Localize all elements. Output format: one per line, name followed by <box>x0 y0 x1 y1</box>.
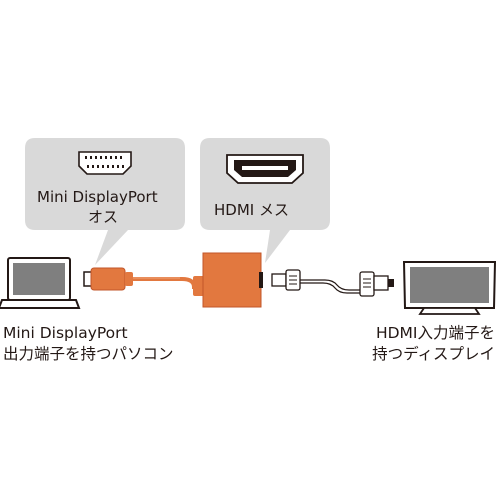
display-label-line1: HDMI入力端子を <box>375 324 495 342</box>
mini-displayport-connector-icon <box>78 151 132 175</box>
source-label-line2: 出力端子を持つパソコン <box>3 345 174 363</box>
laptop-icon <box>0 257 81 309</box>
callout-mini-dp-line1: Mini DisplayPort <box>37 188 158 206</box>
callout-mini-dp-line2: オス <box>88 208 119 226</box>
tv-display-icon <box>402 261 497 315</box>
callout-bubble-mini-dp <box>25 138 185 265</box>
source-label-line1: Mini DisplayPort <box>3 324 128 342</box>
adapter-assembly <box>83 252 263 308</box>
hdmi-connector-icon <box>226 154 304 184</box>
callout-hdmi-line1: HDMI メス <box>214 201 289 219</box>
display-label-line2: 持つディスプレイ <box>372 345 495 363</box>
hdmi-cable <box>271 269 394 297</box>
